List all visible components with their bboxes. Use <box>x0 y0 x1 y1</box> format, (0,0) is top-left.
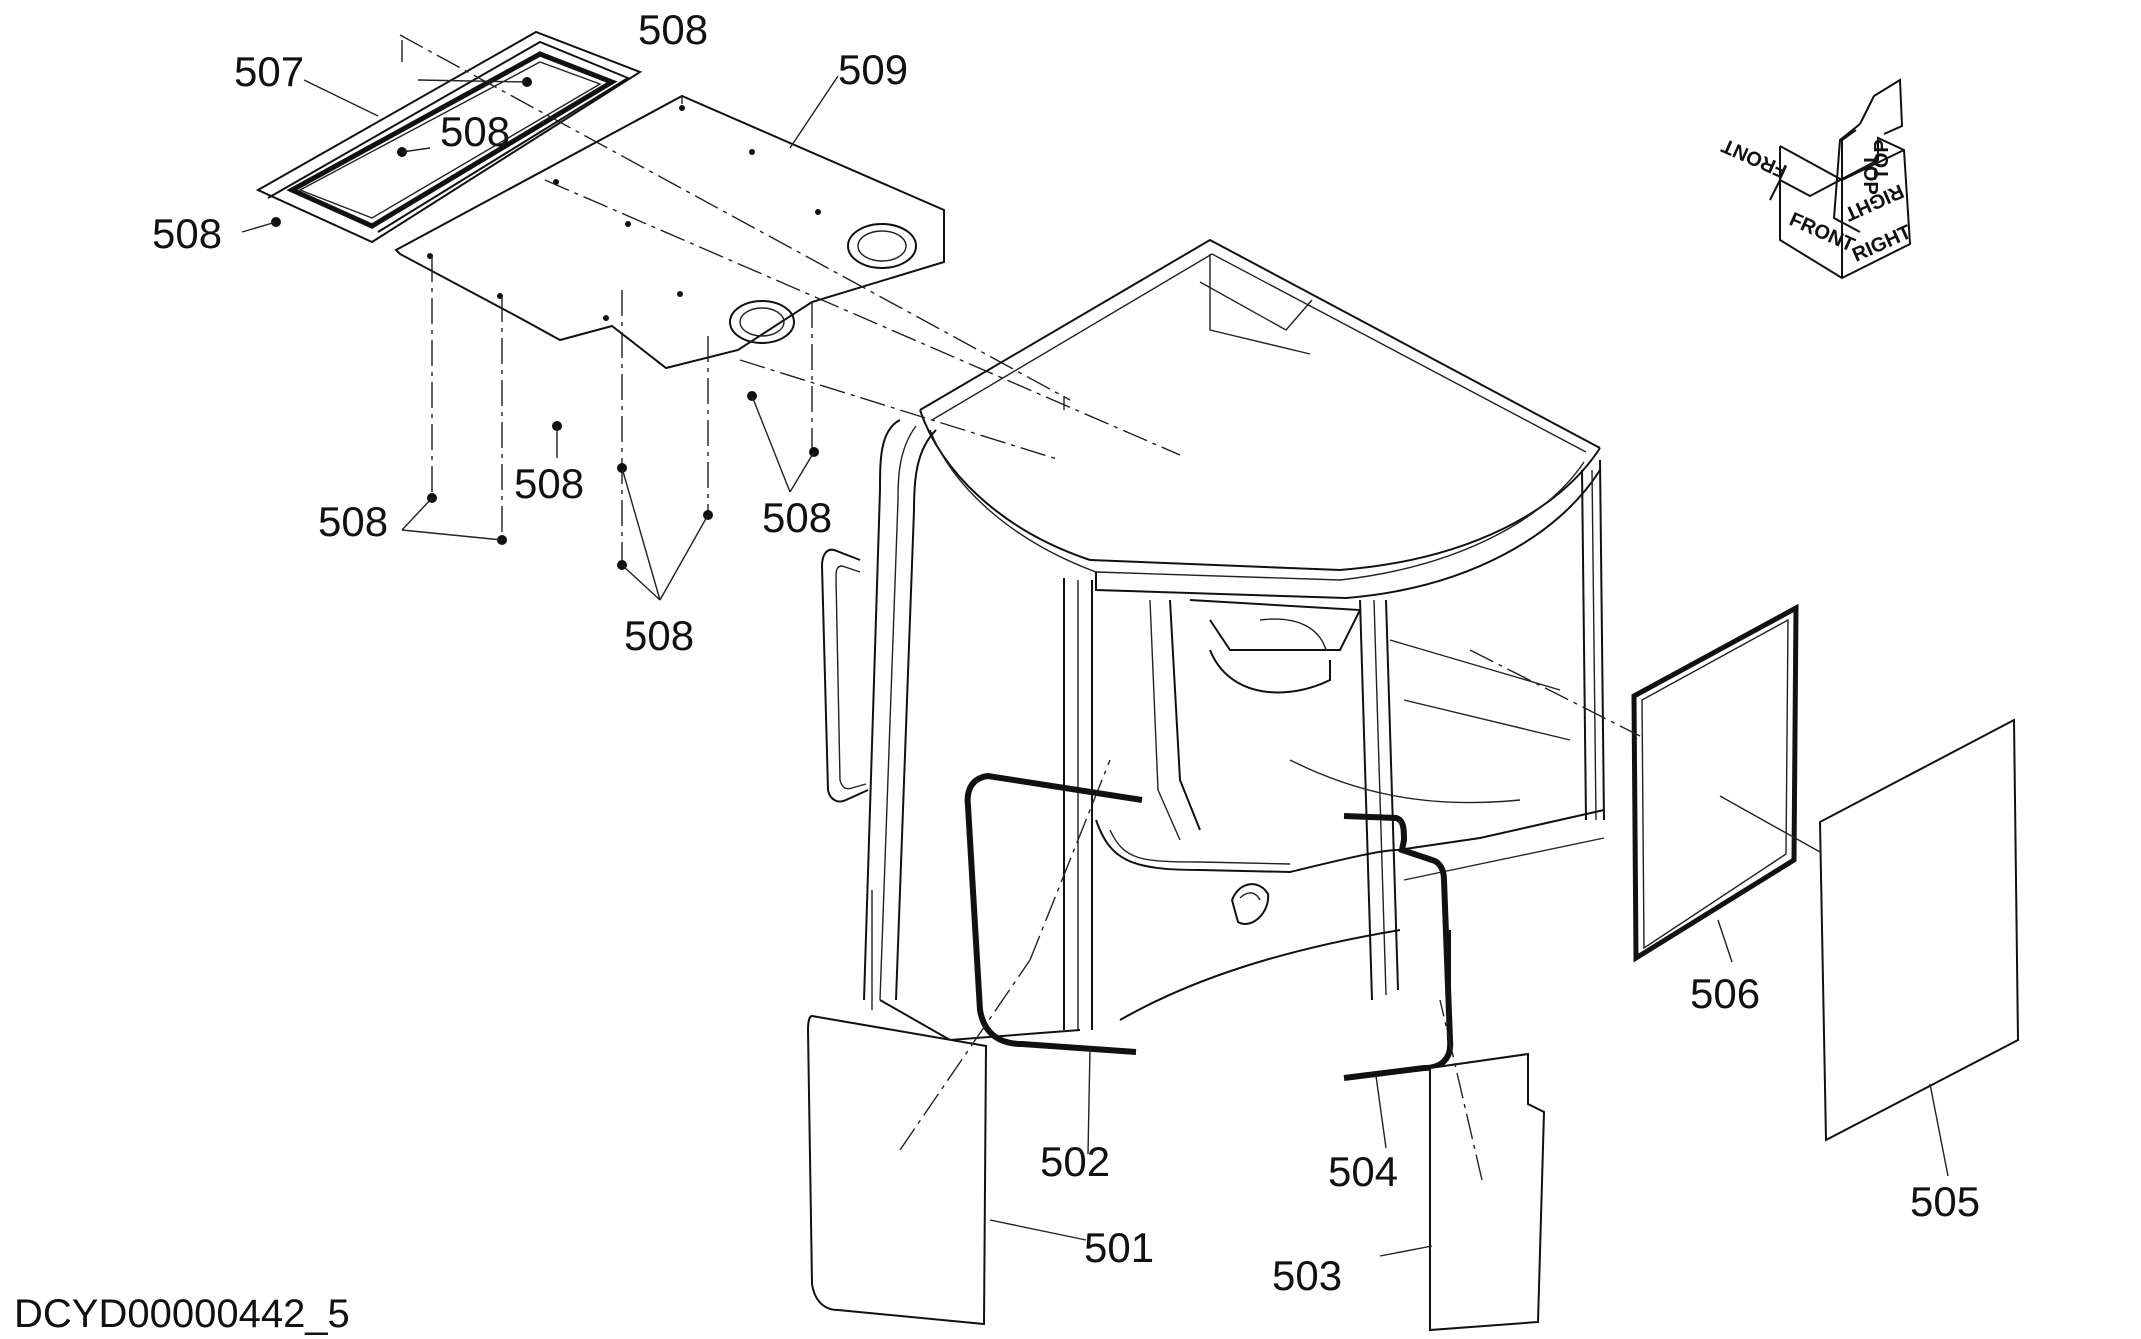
roof-cover-plate-509 <box>394 94 945 370</box>
glass-seal-506 <box>1631 603 1799 963</box>
callout-508-mid: 508 <box>514 460 584 507</box>
callout-504: 504 <box>1328 1148 1398 1195</box>
callout-508-hatch: 508 <box>440 108 510 155</box>
direction-right-label: RIGHT <box>1849 221 1915 266</box>
callout-508-top: 508 <box>638 6 708 53</box>
callout-501: 501 <box>1084 1224 1154 1271</box>
callout-508-lower-left: 508 <box>318 498 388 545</box>
callout-507: 507 <box>234 48 304 95</box>
callout-509: 509 <box>838 46 908 93</box>
direction-front-mirrored-label: FRONT <box>1719 134 1791 182</box>
roof-centre-lines <box>399 34 1181 565</box>
callout-505: 505 <box>1910 1178 1980 1225</box>
roof-hatch-frame-507 <box>255 30 643 244</box>
glass-door-lower-503 <box>1429 1052 1546 1332</box>
glass-rear-505 <box>1818 718 2020 1142</box>
document-id: DCYD00000442_5 <box>14 1292 350 1336</box>
callout-508-left: 508 <box>152 210 222 257</box>
weather-strip-504 <box>1343 813 1454 1081</box>
orientation-compass: FRONT FRONT TOP TOP RIGHT RIGHT <box>1719 78 1915 280</box>
callout-506: 506 <box>1690 970 1760 1017</box>
callout-508-right: 508 <box>762 494 832 541</box>
glass-centre-lines <box>899 649 1821 1181</box>
callout-502: 502 <box>1040 1138 1110 1185</box>
direction-top-mirrored-label: TOP <box>1871 139 1893 180</box>
leader-lines <box>241 40 1949 1257</box>
cab-frame <box>820 238 1605 1042</box>
weather-strip-502 <box>964 772 1143 1055</box>
callout-503: 503 <box>1272 1252 1342 1299</box>
glass-front-left-501 <box>806 1014 988 1326</box>
callout-508-bottom: 508 <box>624 612 694 659</box>
callout-labels: 507 508 508 508 509 508 508 508 508 506 … <box>152 6 1980 1299</box>
direction-top-label: TOP <box>1859 154 1881 195</box>
